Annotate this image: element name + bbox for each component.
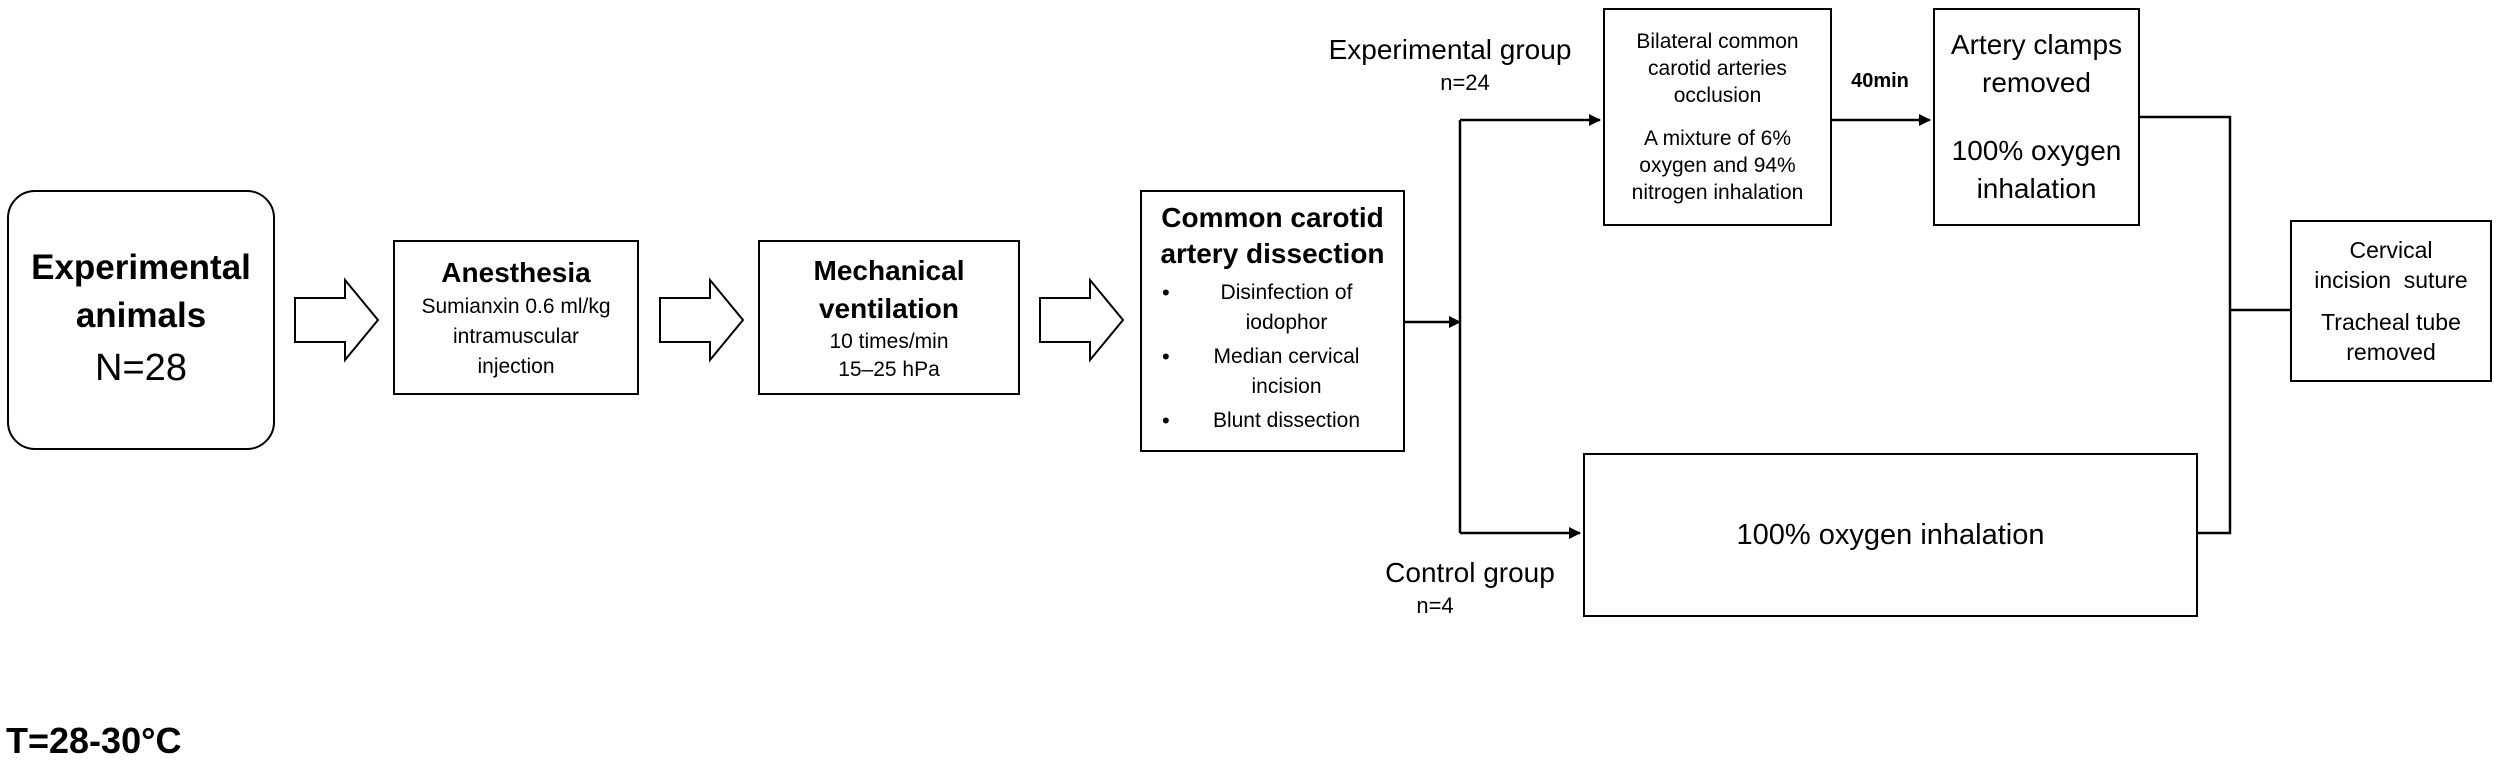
merge-from-clamps — [2140, 115, 2232, 535]
dissection-step: • Median cervical incision — [1142, 342, 1403, 402]
experimental-animals-box: Experimental animals N=28 — [7, 190, 275, 450]
experimental-group-text: Experimental group — [1328, 34, 1572, 65]
dissection-step-text: Median cervical incision — [1213, 345, 1360, 398]
clamps-line4: inhalation — [1976, 173, 2097, 204]
dissection-step-text: Disinfection of iodophor — [1220, 281, 1353, 334]
occlusion-box: Bilateral common carotid arteries occlus… — [1603, 8, 1832, 226]
suture-line4: removed — [2346, 339, 2436, 365]
suture-box: Cervical incision suture Tracheal tube r… — [2290, 220, 2492, 382]
occlusion-line3: occlusion — [1673, 84, 1762, 107]
dissection-box: Common carotid artery dissection • Disinf… — [1140, 190, 1405, 452]
control-box: 100% oxygen inhalation — [1583, 453, 2198, 617]
control-group-text: Control group — [1385, 557, 1555, 588]
anesthesia-line1: Sumianxin 0.6 ml/kg — [421, 294, 611, 318]
experimental-group-n: n=24 — [1440, 70, 1490, 95]
ventilation-box: Mechanical ventilation 10 times/min 15–2… — [758, 240, 1020, 395]
anesthesia-line3: injection — [477, 354, 555, 378]
occlusion-line2: carotid arteries — [1648, 57, 1787, 80]
occlusion-line1: Bilateral common — [1636, 30, 1799, 53]
suture-line2: incision suture — [2314, 267, 2468, 293]
control-group-n: n=4 — [1416, 593, 1454, 618]
ventilation-title-line2: ventilation — [818, 292, 959, 324]
control-box-text: 100% oxygen inhalation — [1736, 519, 2045, 551]
block-arrow-1 — [294, 277, 380, 363]
dissection-step: • Blunt dissection — [1142, 406, 1403, 436]
anesthesia-line2: intramuscular — [452, 324, 580, 348]
occlusion-line5: oxygen and 94% — [1639, 154, 1796, 177]
clamps-line2: removed — [1982, 67, 2091, 98]
dissection-step: • Disinfection of iodophor — [1142, 278, 1403, 338]
ventilation-line1: 10 times/min — [829, 329, 949, 353]
suture-line1: Cervical — [2349, 237, 2433, 263]
dissection-title-line1: Common carotid — [1161, 202, 1384, 233]
animals-title-line2: animals — [75, 296, 207, 335]
block-arrow-3 — [1039, 277, 1125, 363]
block-arrow-2 — [659, 277, 745, 363]
animals-count: N=28 — [95, 347, 187, 389]
ventilation-line2: 15–25 hPa — [838, 357, 940, 381]
bullet-dot-icon: • — [1162, 344, 1170, 369]
duration-label: 40min — [1851, 70, 1909, 92]
occlusion-line6: nitrogen inhalation — [1631, 181, 1804, 204]
control-group-label: Control group n=4 — [1345, 555, 1595, 621]
clamps-box: Artery clamps removed 100% oxygen inhala… — [1933, 8, 2140, 226]
occlusion-line4: A mixture of 6% — [1643, 127, 1792, 150]
anesthesia-box: Anesthesia Sumianxin 0.6 ml/kg intramusc… — [393, 240, 639, 395]
suture-line3: Tracheal tube — [2321, 309, 2461, 335]
animals-title-line1: Experimental — [31, 248, 251, 287]
ventilation-title-line1: Mechanical — [813, 254, 965, 286]
clamps-line3: 100% oxygen — [1951, 135, 2122, 166]
experimental-group-label: Experimental group n=24 — [1300, 32, 1600, 98]
anesthesia-title: Anesthesia — [441, 256, 591, 288]
clamps-line1: Artery clamps — [1950, 29, 2123, 60]
dissection-steps: • Disinfection of iodophor • Median cervic… — [1142, 278, 1403, 440]
bullet-dot-icon: • — [1162, 280, 1170, 305]
dissection-title-line2: artery dissection — [1160, 238, 1385, 269]
dissection-step-text: Blunt dissection — [1212, 409, 1361, 432]
bullet-dot-icon: • — [1162, 408, 1170, 433]
temperature-label: T=28-30°C — [6, 720, 182, 761]
